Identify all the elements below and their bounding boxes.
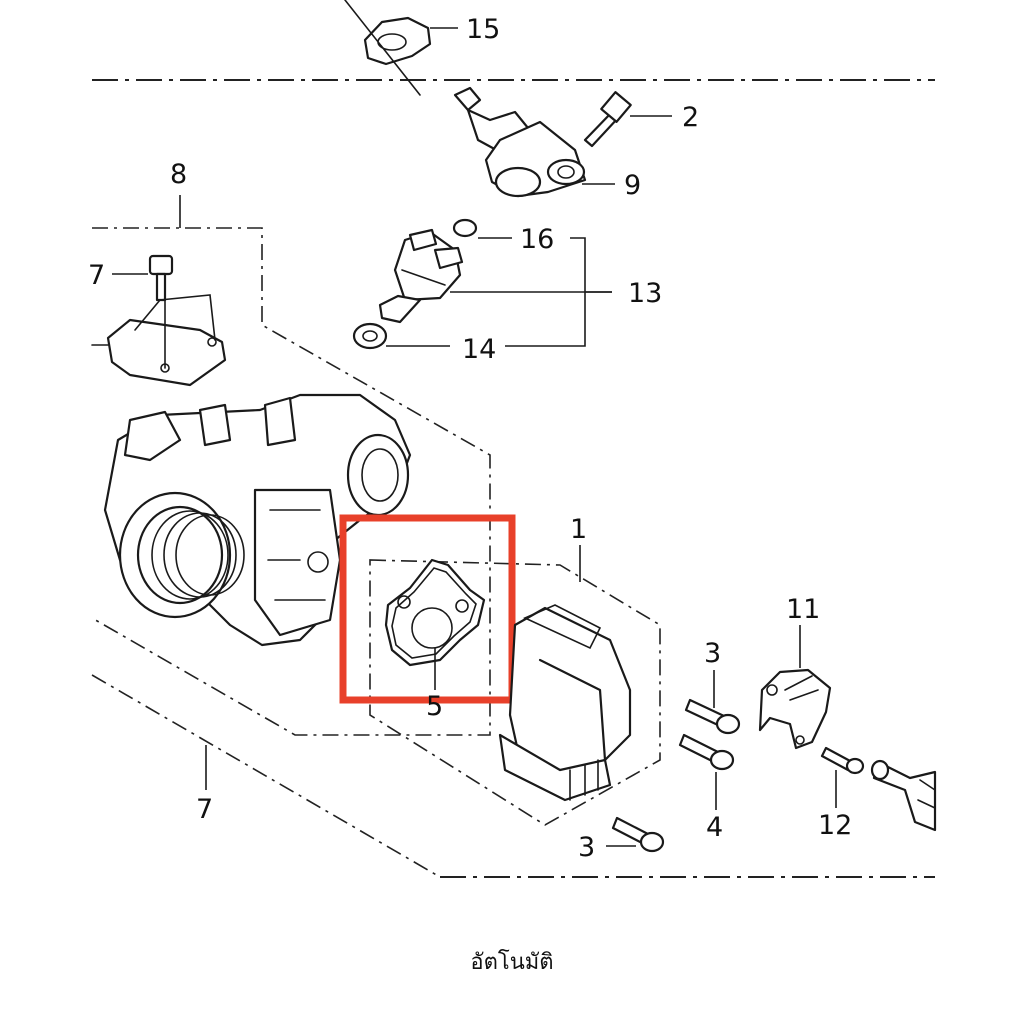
part-11-bracket: [758, 668, 832, 750]
callout-12: 12: [818, 810, 852, 841]
callout-2: 2: [682, 102, 699, 133]
callout-3-top: 3: [704, 638, 721, 669]
part-16-o-ring: [452, 218, 478, 238]
callout-4: 4: [706, 812, 723, 843]
part-4-bolt: [678, 733, 735, 771]
part-8-bracket: [91, 294, 227, 387]
callout-5: 5: [426, 691, 443, 722]
throttle-body: [103, 393, 412, 647]
part-9-fuel-joint: [453, 86, 587, 198]
part-edge-component: [870, 759, 937, 832]
callout-3-bottom: 3: [578, 832, 595, 863]
part-3-bolt-bottom: [611, 816, 665, 853]
highlight-box: [339, 514, 516, 704]
part-3-bolt-top: [684, 698, 741, 735]
callout-15: 15: [466, 14, 500, 45]
part-7-bolt: [148, 254, 174, 302]
part-15-clip: [344, 0, 432, 96]
part-5-gasket: [384, 558, 486, 690]
callout-9: 9: [624, 170, 641, 201]
part-1-sensor: [498, 604, 632, 802]
part-2-bolt: [583, 91, 632, 148]
callout-16: 16: [520, 224, 554, 255]
group-bracket-8: [91, 227, 491, 736]
callout-14: 14: [462, 334, 496, 365]
part-14-seal: [352, 322, 388, 350]
callout-7-bottom: 7: [196, 794, 213, 825]
callout-8: 8: [170, 159, 187, 190]
group-bracket-1: [369, 559, 661, 826]
callout-7-top: 7: [88, 260, 105, 291]
callout-1: 1: [570, 514, 587, 545]
callout-11: 11: [786, 594, 820, 625]
caption-text: อัตโนมัติ: [470, 950, 554, 975]
part-12-screw: [820, 746, 865, 775]
callout-13: 13: [628, 278, 662, 309]
part-13-injector: [378, 228, 464, 324]
group-bracket-7: [91, 674, 441, 878]
